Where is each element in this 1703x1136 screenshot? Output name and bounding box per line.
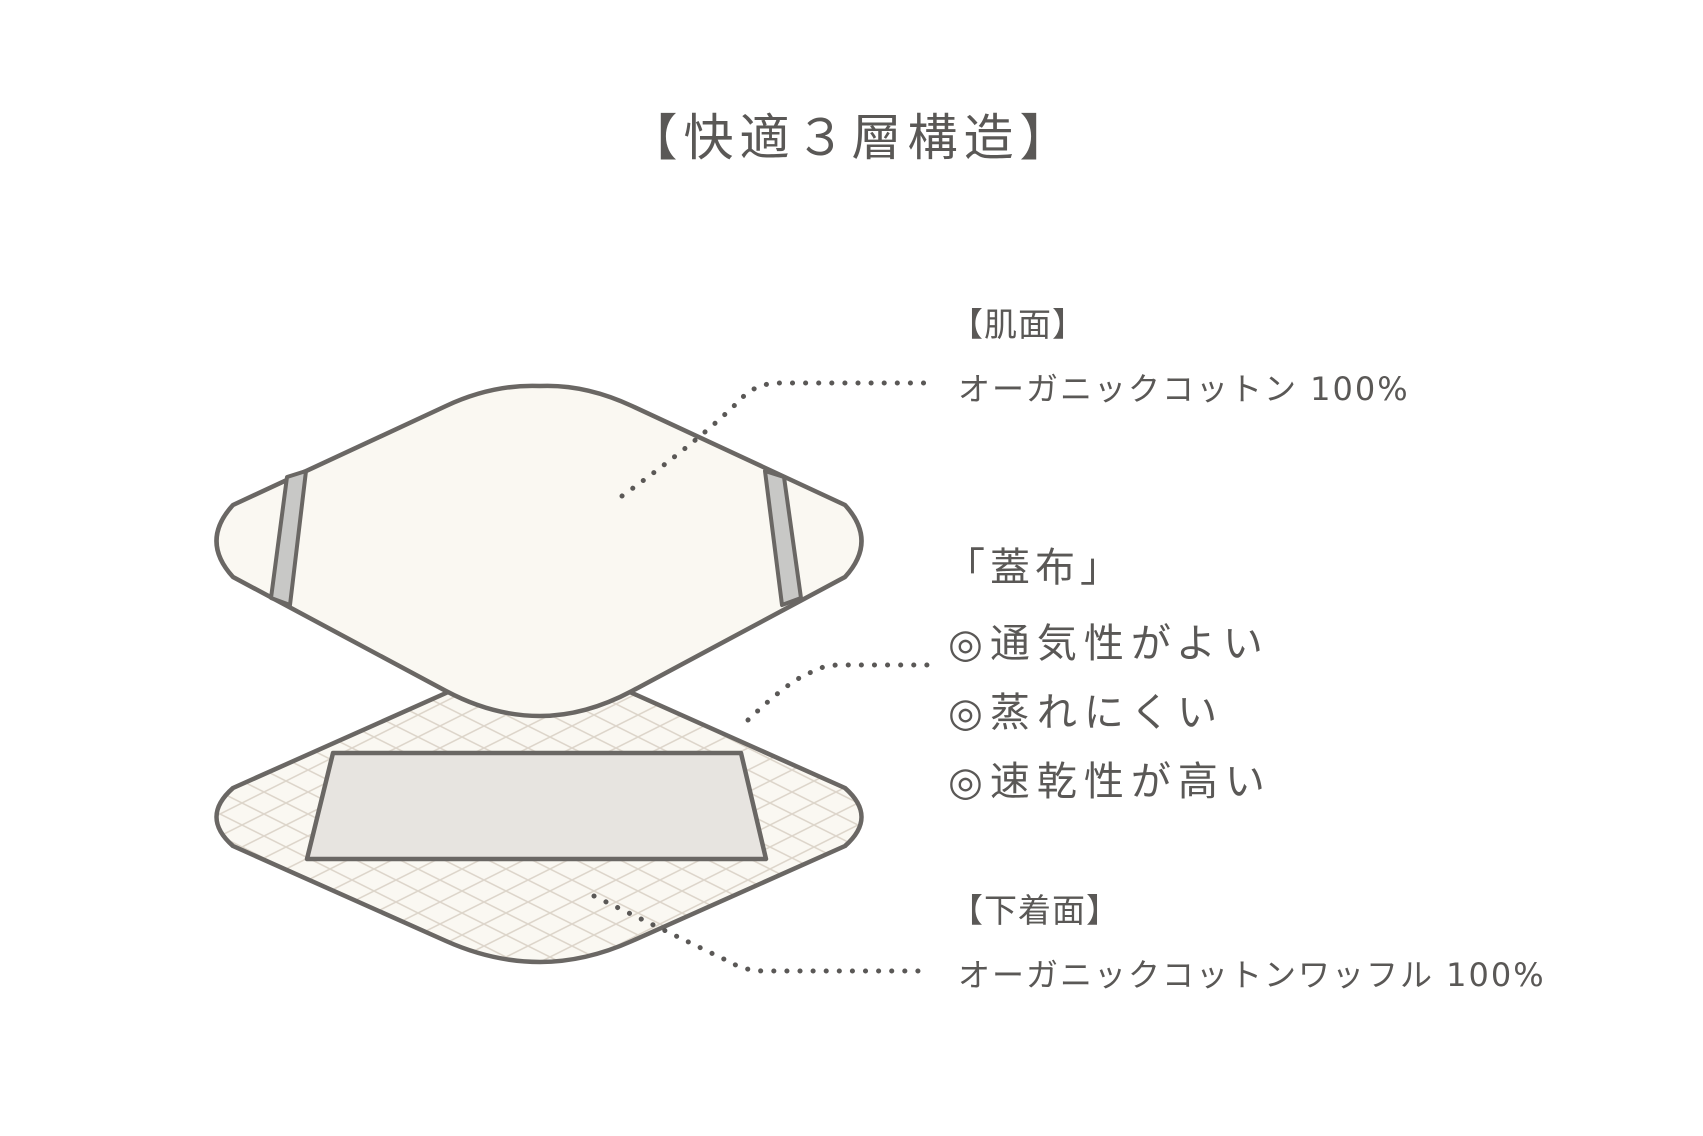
bottom-layer-material: オーガニックコットンワッフル 100% [958, 956, 1546, 994]
bottom-layer-outline [214, 672, 864, 965]
left-strap [269, 469, 308, 607]
top-layer [214, 383, 864, 719]
right-strap [763, 469, 803, 607]
middle-layer-heading: 「蓋布」 [945, 545, 1125, 591]
feature-breathable: ◎通気性がよい [948, 621, 1270, 667]
leader-lines [591, 380, 938, 974]
leader-line-top [619, 380, 928, 499]
middle-layer-sheet [304, 750, 769, 862]
feature-less-stuffy: ◎蒸れにくい [948, 690, 1225, 736]
top-layer-pad [214, 383, 864, 719]
top-layer-material: オーガニックコットン 100% [958, 370, 1410, 408]
leader-line-bottom [591, 893, 928, 974]
bottom-layer-heading: 【下着面】 [950, 891, 1120, 930]
leader-line-middle [745, 662, 938, 723]
top-layer-heading: 【肌面】 [950, 305, 1086, 344]
page-title: 【快適３層構造】 [627, 109, 1076, 167]
feature-quick-dry: ◎速乾性が高い [948, 759, 1272, 805]
